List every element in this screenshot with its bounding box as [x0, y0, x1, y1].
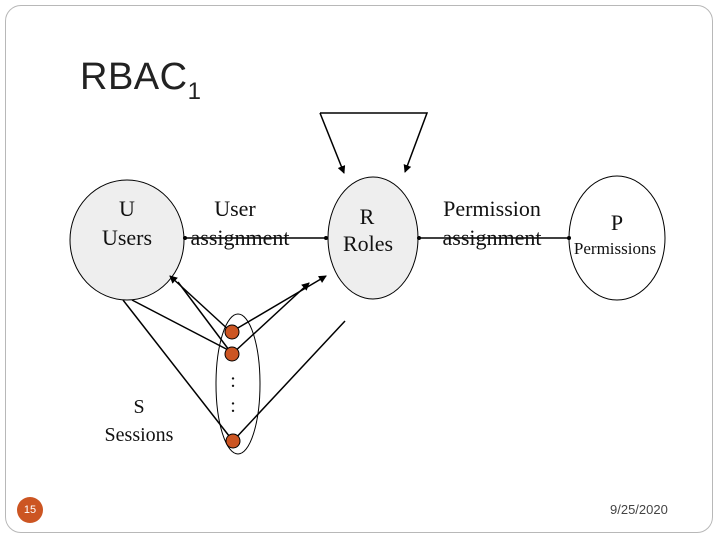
session-dot[interactable] [224, 346, 240, 362]
roles-name: Roles [342, 231, 394, 256]
session-role-edge [232, 320, 346, 442]
session-role-edge [230, 275, 327, 333]
session-list [215, 313, 261, 455]
sessions-edge [131, 299, 233, 353]
permission-assignment-label-1: Permission [443, 196, 541, 221]
session-role-edge [231, 282, 310, 355]
slide-frame [5, 5, 713, 533]
page-number-badge: 15 [17, 497, 43, 523]
session-ellipsis: : [230, 370, 236, 392]
title-subscript: 1 [187, 78, 202, 105]
permissions-name: Permissions [573, 239, 657, 258]
sessions-letter: S [133, 396, 145, 418]
page-number: 15 [23, 504, 37, 516]
users-node [69, 179, 185, 301]
session-ellipsis: : [230, 395, 236, 417]
user-assignment-label-2: assignment [190, 225, 290, 250]
session-dot[interactable] [225, 433, 241, 449]
user-assignment-label-1: User [214, 196, 256, 221]
slide-title: RBAC1 [80, 56, 202, 105]
permissions-node [568, 175, 666, 301]
sessions-edge [122, 299, 234, 442]
role-hierarchy-loop [320, 112, 429, 173]
roles-letter: R [359, 204, 375, 229]
session-dot[interactable] [224, 324, 240, 340]
permission-assignment-label-2: assignment [442, 225, 542, 250]
sessions-name: Sessions [104, 424, 174, 446]
users-name: Users [101, 225, 153, 250]
role-hierarchy-loop-return [319, 112, 346, 174]
session-user-edge [177, 281, 233, 355]
slide-date: 9/25/2020 [610, 502, 668, 517]
permissions-letter: P [610, 210, 624, 235]
users-letter: U [119, 196, 135, 221]
